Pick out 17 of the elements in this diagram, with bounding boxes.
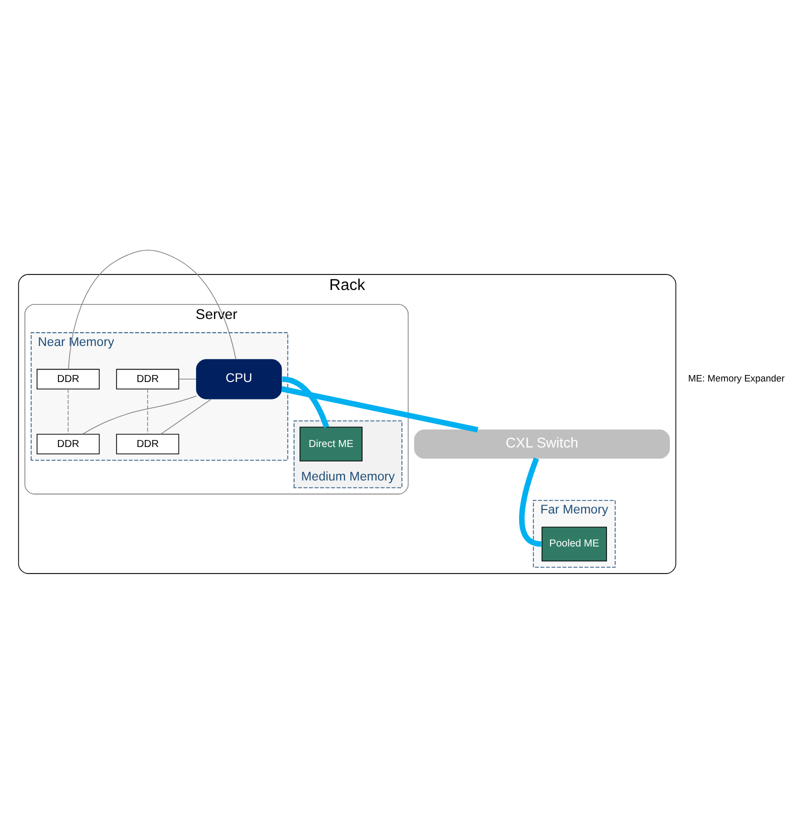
- connector: [160, 398, 212, 435]
- node-box: Direct ME: [300, 426, 363, 462]
- node-box: DDR: [36, 434, 100, 454]
- connector: [178, 378, 197, 380]
- connector: [68, 250, 236, 370]
- node-box: DDR: [36, 368, 100, 390]
- connector: [82, 396, 197, 434]
- node-box: CPU: [196, 359, 282, 400]
- node-box: Pooled ME: [542, 526, 607, 562]
- label: ME: Memory Expander: [688, 374, 785, 385]
- node-box: CXL Switch: [414, 430, 670, 459]
- connector: [147, 388, 148, 435]
- node-box: DDR: [116, 434, 180, 454]
- node-box: DDR: [116, 368, 180, 390]
- connector: [68, 388, 69, 435]
- connector: [281, 386, 478, 433]
- connector: [282, 376, 330, 428]
